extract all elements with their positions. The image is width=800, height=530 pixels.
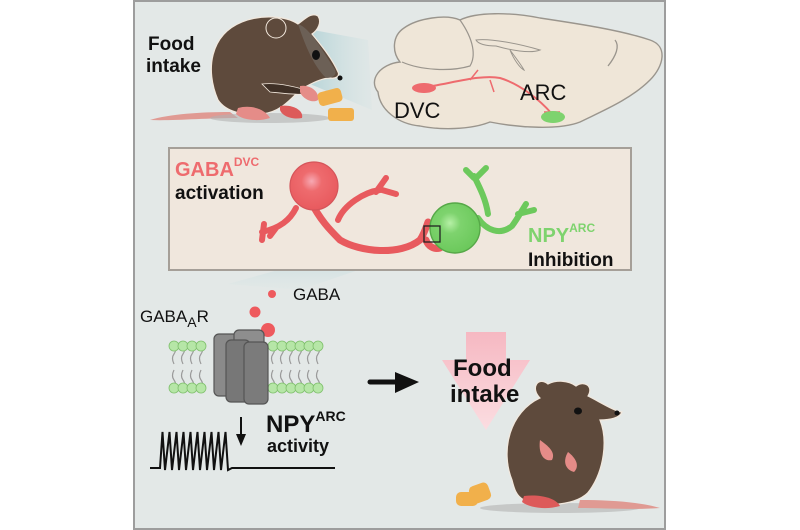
lipid-head [285,340,297,352]
npy-arc-neuron [429,165,537,254]
decrease-arrow [442,332,530,430]
synapse-panel: GABA GABAAR NPYARC activity [140,285,346,472]
brain-label-arc: ARC [520,80,567,105]
npy-activity-trace [150,417,335,472]
neuron-panel: GABADVC activation NPYARC Inhibition [168,147,632,290]
mouse-foot-3 [522,495,560,509]
npy-activity-superscript: ARC [315,408,345,424]
mouse-foot-2 [280,105,303,119]
npy-activity-label: NPYARC [266,408,346,438]
lipid-head [177,340,189,352]
gaba-dvc-label: GABADVC [175,155,260,181]
lipid-head [294,340,306,352]
mouse-eye-2 [574,407,582,415]
mouse-foot [236,106,270,121]
mouse-nose-2 [614,410,620,416]
brain-cerebellum-line [401,19,474,71]
gaba-dendrite-left [259,205,299,243]
mouse-tail-2 [578,500,660,509]
lipid-head [186,340,198,352]
activity-decrease-arrowhead [236,434,246,446]
lipid-head [267,340,279,352]
outcome-panel: Food intake [442,332,660,513]
outcome-food-label-line2: intake [450,381,519,408]
food-pellet-1 [317,88,343,106]
brain-label-dvc: DVC [394,98,441,123]
dvc-nucleus [412,83,436,93]
lipid-head [312,340,324,352]
eating-mouse-illustration [150,14,354,123]
lipid-head [168,340,180,352]
gaba-projection-path [419,76,553,115]
lipid-head [276,382,288,394]
lipid-head [276,340,288,352]
top-food-label-line2: intake [146,56,201,77]
brain-sulcus [607,39,618,67]
lipid-head [195,382,207,394]
brain-ventricle-1 [475,39,542,53]
result-arrow [367,372,419,393]
mouse-arm-3 [565,452,577,472]
activity-trace-line [150,431,335,472]
lipid-bilayer [168,340,324,394]
outcome-food-label-line1: Food [453,355,512,382]
npy-dendrites [463,165,537,235]
mouse-ear [265,17,287,39]
lipid-head [177,382,189,394]
food-pellet-2 [328,108,354,121]
top-food-label-line1: Food [148,34,194,55]
lipid-head [303,340,315,352]
gaba-axon-branch [335,175,399,223]
mouse-arm-2 [539,440,554,461]
sated-mouse-illustration [456,380,660,513]
brain-outline [373,13,663,130]
gaba-dvc-superscript: DVC [234,155,260,169]
lipid-head [303,382,315,394]
gaba-a-receptor-channel [213,329,269,405]
lipid-head [285,382,297,394]
food-pellet-4 [468,482,492,504]
mouse-nose [337,75,343,81]
gaba-activation-label: activation [175,183,264,204]
gaba-molecule-1 [268,290,276,298]
synapse-zoom-box [423,225,441,243]
top-panel: Food intake [146,13,663,130]
gaba-soma [289,161,339,211]
gaba-neurotransmitter-label: GABA [293,285,341,304]
npy-arc-label: NPYARC [528,221,595,247]
lipid-head [312,382,324,394]
lipid-head [267,382,279,394]
mouse-body-2 [506,380,623,506]
gaba-molecule-2 [249,306,261,318]
lipid-head [186,382,198,394]
activity-word-label: activity [267,436,329,456]
arc-nucleus [541,111,565,123]
lipid-head [294,382,306,394]
npy-soma [429,202,481,254]
gaba-a-receptor-label: GABAAR [140,307,209,330]
lipid-head [168,382,180,394]
lipid-head [195,340,207,352]
npy-inhibition-label: Inhibition [528,250,613,271]
mouse-eye [312,50,320,60]
brain-sagittal-illustration: DVC ARC [373,13,663,130]
npy-arc-superscript: ARC [569,221,595,235]
gaba-molecule-3 [261,323,275,337]
mouse-paws [300,85,319,102]
brain-ventricle-2 [509,49,526,72]
